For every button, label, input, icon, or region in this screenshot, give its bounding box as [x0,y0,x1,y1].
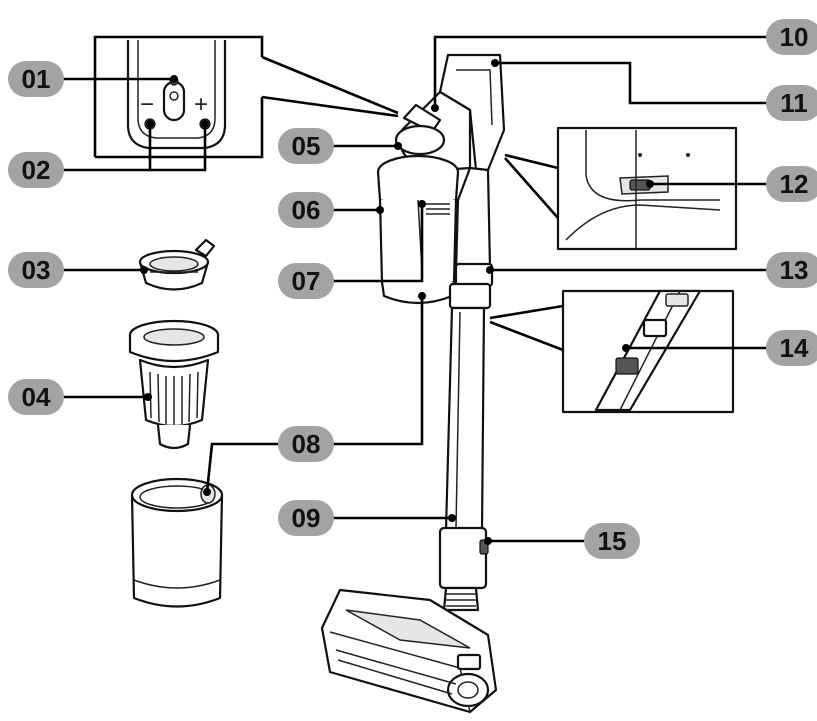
svg-text:15: 15 [598,526,627,556]
svg-text:01: 01 [22,64,51,94]
svg-text:09: 09 [292,503,321,533]
callout-badges: 01 02 03 04 05 06 07 08 [8,19,817,559]
callout-12: 12 [766,166,817,202]
callout-06: 06 [278,192,334,228]
callout-02: 02 [8,152,64,188]
svg-text:10: 10 [780,22,809,52]
plus-symbol: + [194,91,208,118]
svg-text:08: 08 [292,429,321,459]
cyclone-filter-part [128,319,220,450]
svg-text:13: 13 [780,255,809,285]
callout-14: 14 [766,330,817,366]
svg-text:02: 02 [22,155,51,185]
minus-symbol: − [140,91,154,118]
callout-01: 01 [8,61,64,97]
svg-text:07: 07 [292,266,321,296]
svg-text:14: 14 [780,333,809,363]
svg-text:11: 11 [780,88,808,118]
svg-text:05: 05 [292,131,321,161]
svg-text:04: 04 [22,382,51,412]
callout-09: 09 [278,500,334,536]
svg-text:06: 06 [292,195,321,225]
callout-04: 04 [8,379,64,415]
control-panel-inset: − + [93,35,399,159]
callout-13: 13 [766,252,817,288]
callout-08: 08 [278,426,334,462]
handle-latch-inset [504,126,738,251]
callout-11: 11 [766,85,817,121]
svg-text:03: 03 [22,255,51,285]
dust-bin-part [130,477,224,608]
svg-text:12: 12 [780,169,809,199]
callout-15: 15 [584,523,640,559]
callout-07: 07 [278,263,334,299]
callout-10: 10 [766,19,817,55]
vacuum-body [320,53,506,714]
tube-button-inset [489,289,735,414]
mesh-filter-part [138,238,216,291]
callout-05: 05 [278,128,334,164]
callout-03: 03 [8,252,64,288]
